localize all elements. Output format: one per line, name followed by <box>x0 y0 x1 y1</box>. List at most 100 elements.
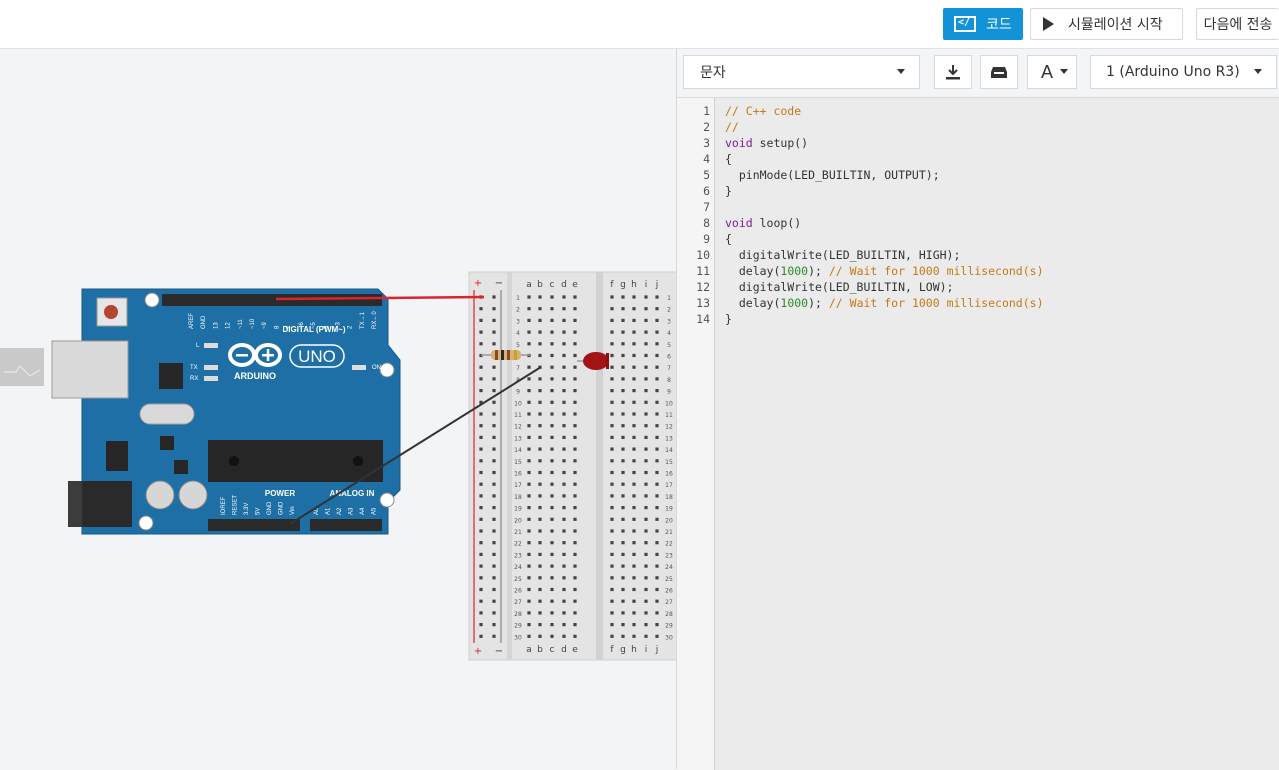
breadboard-hole[interactable] <box>479 470 483 475</box>
breadboard-hole[interactable] <box>479 587 483 592</box>
breadboard-hole[interactable] <box>479 377 483 381</box>
breadboard-hole[interactable] <box>538 330 542 334</box>
breadboard-hole[interactable] <box>573 307 577 311</box>
breadboard-hole[interactable] <box>573 634 577 638</box>
breadboard-hole[interactable] <box>610 529 614 533</box>
breadboard-hole[interactable] <box>655 482 659 486</box>
breadboard-hole[interactable] <box>492 564 496 568</box>
breadboard-hole[interactable] <box>479 634 483 638</box>
breadboard-hole[interactable] <box>538 435 542 439</box>
breadboard-hole[interactable] <box>562 459 566 463</box>
breadboard-hole[interactable] <box>550 389 554 393</box>
breadboard-hole[interactable] <box>538 389 542 393</box>
breadboard-hole[interactable] <box>550 634 554 638</box>
breadboard-hole[interactable] <box>562 506 566 510</box>
breadboard-hole[interactable] <box>655 400 659 404</box>
breadboard-hole[interactable] <box>538 599 542 603</box>
breadboard-hole[interactable] <box>632 365 636 369</box>
breadboard-hole[interactable] <box>632 377 636 381</box>
breadboard-hole[interactable] <box>655 634 659 638</box>
breadboard-hole[interactable] <box>610 295 614 299</box>
breadboard-hole[interactable] <box>492 412 496 416</box>
breadboard-hole[interactable] <box>621 623 625 627</box>
breadboard-hole[interactable] <box>621 307 625 311</box>
breadboard-hole[interactable] <box>610 459 614 463</box>
start-simulation-button[interactable]: 시뮬레이션 시작 <box>1030 8 1183 40</box>
breadboard-hole[interactable] <box>573 587 577 592</box>
breadboard-hole[interactable] <box>562 576 566 580</box>
breadboard-hole[interactable] <box>610 353 614 358</box>
breadboard-hole[interactable] <box>632 412 636 416</box>
breadboard-hole[interactable] <box>610 435 614 439</box>
library-button[interactable] <box>980 55 1018 89</box>
breadboard-hole[interactable] <box>550 400 554 404</box>
breadboard-hole[interactable] <box>492 517 496 521</box>
breadboard-hole[interactable] <box>527 576 531 580</box>
breadboard-hole[interactable] <box>492 342 496 346</box>
breadboard-hole[interactable] <box>621 377 625 381</box>
breadboard-hole[interactable] <box>479 611 483 615</box>
breadboard-hole[interactable] <box>479 307 483 311</box>
breadboard-hole[interactable] <box>621 295 625 299</box>
breadboard-hole[interactable] <box>562 599 566 603</box>
breadboard-hole[interactable] <box>632 447 636 451</box>
breadboard-hole[interactable] <box>479 318 483 322</box>
breadboard-hole[interactable] <box>492 435 496 439</box>
breadboard-hole[interactable] <box>573 389 577 393</box>
breadboard-holes[interactable] <box>479 295 659 638</box>
breadboard-hole[interactable] <box>538 482 542 486</box>
breadboard-hole[interactable] <box>550 599 554 603</box>
breadboard-hole[interactable] <box>538 517 542 521</box>
breadboard-hole[interactable] <box>573 353 577 358</box>
breadboard-hole[interactable] <box>610 307 614 311</box>
breadboard-hole[interactable] <box>562 330 566 334</box>
breadboard-hole[interactable] <box>610 342 614 346</box>
breadboard-hole[interactable] <box>492 494 496 498</box>
breadboard-hole[interactable] <box>655 435 659 439</box>
breadboard-hole[interactable] <box>655 587 659 592</box>
breadboard-hole[interactable] <box>538 529 542 533</box>
breadboard-hole[interactable] <box>479 365 483 369</box>
breadboard-hole[interactable] <box>550 377 554 381</box>
breadboard-hole[interactable] <box>644 295 648 299</box>
breadboard-hole[interactable] <box>550 482 554 486</box>
breadboard-hole[interactable] <box>562 623 566 627</box>
breadboard-hole[interactable] <box>644 623 648 627</box>
breadboard-hole[interactable] <box>573 517 577 521</box>
breadboard-hole[interactable] <box>527 377 531 381</box>
breadboard-hole[interactable] <box>621 517 625 521</box>
breadboard-hole[interactable] <box>527 412 531 416</box>
breadboard-hole[interactable] <box>562 400 566 404</box>
breadboard-hole[interactable] <box>492 623 496 627</box>
breadboard-hole[interactable] <box>562 365 566 369</box>
breadboard-hole[interactable] <box>655 623 659 627</box>
breadboard-hole[interactable] <box>655 541 659 545</box>
breadboard-hole[interactable] <box>550 611 554 615</box>
breadboard-hole[interactable] <box>562 389 566 393</box>
breadboard-hole[interactable] <box>550 318 554 322</box>
breadboard-hole[interactable] <box>573 576 577 580</box>
breadboard-hole[interactable] <box>632 307 636 311</box>
breadboard-hole[interactable] <box>479 447 483 451</box>
breadboard-hole[interactable] <box>527 389 531 393</box>
breadboard-hole[interactable] <box>573 529 577 533</box>
breadboard-hole[interactable] <box>644 447 648 451</box>
breadboard-hole[interactable] <box>573 611 577 615</box>
breadboard-hole[interactable] <box>538 353 542 358</box>
breadboard-hole[interactable] <box>655 517 659 521</box>
breadboard-hole[interactable] <box>632 611 636 615</box>
breadboard-hole[interactable] <box>550 541 554 545</box>
breadboard-hole[interactable] <box>655 494 659 498</box>
breadboard-hole[interactable] <box>527 506 531 510</box>
breadboard-hole[interactable] <box>479 389 483 393</box>
breadboard-hole[interactable] <box>632 389 636 393</box>
breadboard-hole[interactable] <box>573 318 577 322</box>
breadboard-hole[interactable] <box>479 576 483 580</box>
breadboard-hole[interactable] <box>562 529 566 533</box>
breadboard-hole[interactable] <box>479 342 483 346</box>
breadboard-hole[interactable] <box>610 424 614 428</box>
breadboard-hole[interactable] <box>538 295 542 299</box>
breadboard-hole[interactable] <box>655 295 659 299</box>
breadboard-hole[interactable] <box>527 517 531 521</box>
breadboard-hole[interactable] <box>644 389 648 393</box>
